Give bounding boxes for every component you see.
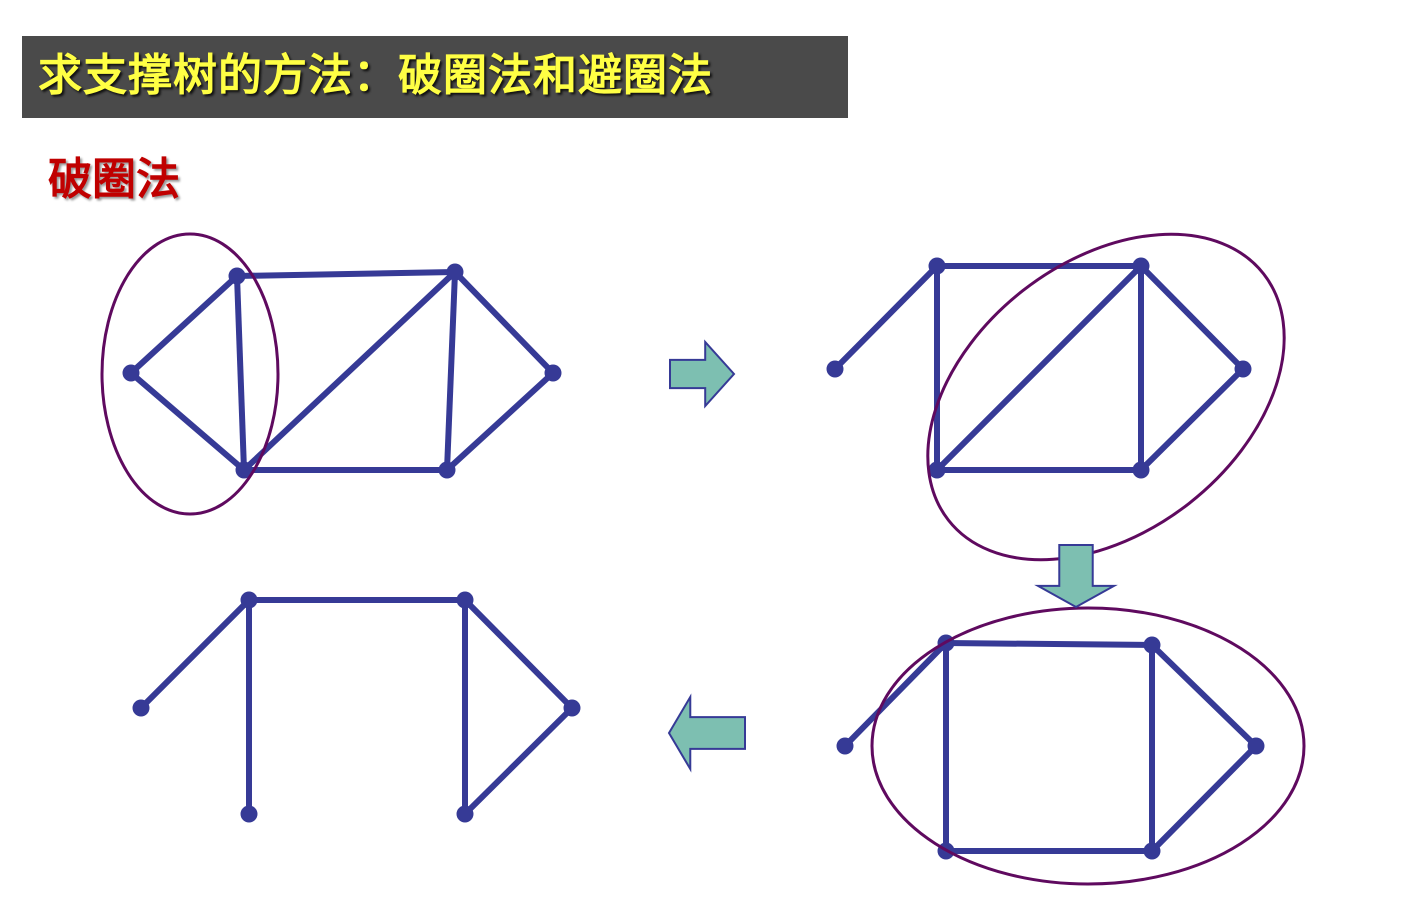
graph-edge bbox=[832, 263, 940, 372]
graph-node bbox=[1132, 257, 1150, 275]
graph-node bbox=[1234, 360, 1252, 378]
slide-title: 求支撑树的方法：破圈法和避圈法 bbox=[38, 50, 713, 101]
graph-edge bbox=[241, 269, 458, 473]
cycle-highlight-ellipse bbox=[870, 606, 1306, 886]
arrow-down-icon bbox=[1034, 544, 1118, 609]
graph-step3 bbox=[836, 606, 1306, 886]
graph-node bbox=[563, 699, 581, 717]
graph-node bbox=[132, 699, 150, 717]
graph-edge bbox=[945, 640, 1153, 648]
graph-edge bbox=[452, 269, 556, 376]
cycle-highlight-ellipse bbox=[100, 232, 280, 516]
graph-node bbox=[928, 257, 946, 275]
graph-edge bbox=[129, 370, 246, 473]
graph-node bbox=[122, 364, 140, 382]
section-subtitle: 破圈法 bbox=[48, 154, 180, 205]
graph-node bbox=[235, 461, 253, 479]
graph-edge bbox=[1149, 743, 1259, 854]
graph-node bbox=[240, 591, 258, 609]
graph-edge bbox=[236, 269, 456, 279]
graph-edge bbox=[1138, 263, 1246, 372]
graph-node bbox=[1132, 461, 1150, 479]
graph-edge bbox=[444, 370, 556, 473]
graph-node bbox=[456, 591, 474, 609]
cycle-highlight-ellipse bbox=[926, 232, 1286, 562]
graph-edge bbox=[138, 597, 252, 711]
arrow-right-icon bbox=[669, 339, 736, 409]
graph-edge bbox=[934, 263, 1144, 473]
graph-edge bbox=[444, 271, 458, 471]
graph-node bbox=[928, 461, 946, 479]
graph-node bbox=[240, 805, 258, 823]
graph-node bbox=[544, 364, 562, 382]
graph-node bbox=[1247, 737, 1265, 755]
arrow-left-icon bbox=[667, 693, 746, 773]
graph-node bbox=[826, 360, 844, 378]
graph-node bbox=[1143, 842, 1161, 860]
graph-step1 bbox=[100, 232, 562, 516]
graph-node bbox=[228, 267, 246, 285]
graph-step2 bbox=[826, 232, 1286, 562]
title-bar: 求支撑树的方法：破圈法和避圈法 bbox=[22, 36, 848, 118]
graph-edge bbox=[1149, 642, 1259, 749]
graph-edge bbox=[462, 705, 575, 817]
graph-edge bbox=[462, 597, 575, 711]
graph-edge bbox=[1138, 366, 1246, 473]
graph-edge bbox=[842, 640, 949, 749]
graph-edge bbox=[234, 275, 247, 471]
graph-step4-result bbox=[132, 591, 581, 823]
graph-node bbox=[1143, 636, 1161, 654]
graph-node bbox=[836, 737, 854, 755]
graph-node bbox=[456, 805, 474, 823]
graph-edge bbox=[128, 273, 240, 376]
graph-node bbox=[438, 461, 456, 479]
graph-node bbox=[446, 263, 464, 281]
